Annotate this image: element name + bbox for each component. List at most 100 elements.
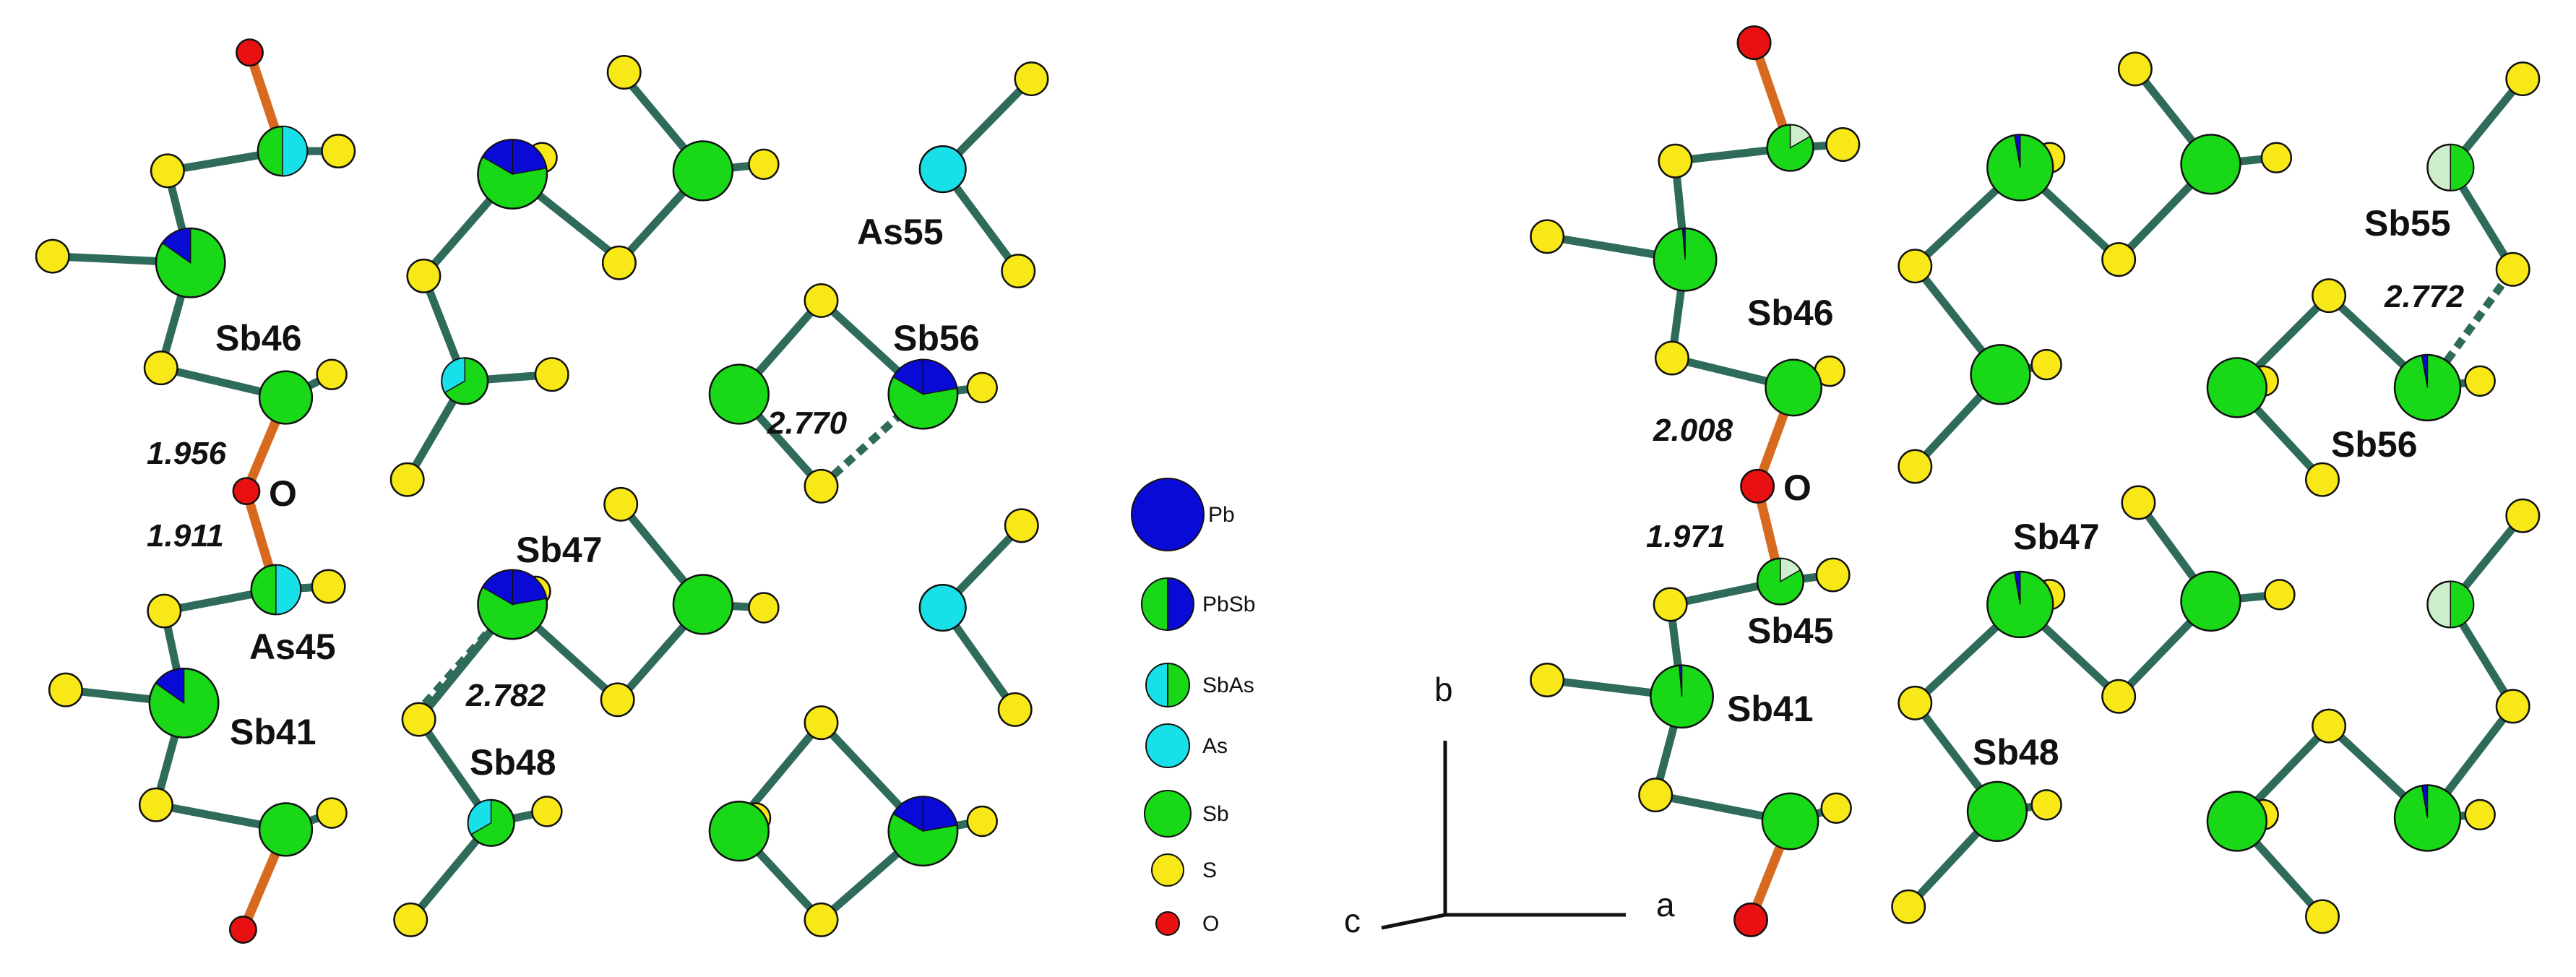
left-label-as55: As55 — [857, 212, 944, 252]
pbsb-atom-share — [2421, 354, 2429, 388]
sulfur-atom — [600, 682, 635, 718]
sulfur-atom — [748, 148, 780, 181]
sulfur-atom — [804, 468, 839, 504]
sulfur-atom — [1653, 587, 1688, 622]
left-distance-sb47: 2.782 — [465, 678, 546, 713]
sulfur-atom — [389, 462, 425, 497]
sulfur-atom — [748, 592, 780, 624]
sulfur-atom — [531, 796, 563, 827]
sulfur-atom — [601, 245, 637, 280]
pbsb-atom-share — [481, 139, 513, 176]
oxygen-atom — [232, 477, 261, 506]
right-label-sb48: Sb48 — [1973, 732, 2059, 772]
pbsb-atom-share — [922, 796, 958, 832]
antimony-atom — [708, 800, 770, 862]
left-label-sb56: Sb56 — [893, 318, 980, 358]
sulfur-atom — [1638, 778, 1673, 813]
axis-c-label: c — [1344, 902, 1361, 939]
pbsb-atom-share — [512, 139, 548, 175]
sulfur-atom — [2101, 679, 2137, 714]
pbsb-icon — [1141, 577, 1194, 632]
sulfur-atom — [150, 153, 185, 189]
sulfur-atom — [2305, 462, 2340, 497]
sulfur-atom — [147, 593, 182, 629]
sb-icon — [1144, 790, 1192, 838]
left-label-sb46: Sb46 — [215, 318, 302, 358]
sbas-atom-share — [468, 799, 492, 835]
sulfur-atom — [1897, 685, 1933, 720]
sbas-atom-share — [441, 357, 466, 394]
pb-icon — [1131, 478, 1205, 551]
pbsb-atom-share — [2421, 784, 2429, 819]
sbas-atom-share — [2450, 144, 2474, 191]
sulfur-atom — [138, 787, 173, 822]
antimony-atom — [672, 140, 734, 202]
right-label-sb55: Sb55 — [2364, 203, 2451, 244]
left-label-sb48: Sb48 — [470, 742, 556, 783]
sulfur-atom — [2312, 278, 2347, 314]
s-icon — [1151, 853, 1184, 887]
antimony-atom — [2206, 357, 2267, 418]
antimony-atom — [258, 370, 314, 425]
sulfur-atom — [997, 692, 1033, 727]
sulfur-atom — [2117, 51, 2153, 87]
pbsb-atom-share — [481, 569, 513, 606]
as-icon — [1145, 723, 1190, 768]
sulfur-atom — [2505, 61, 2541, 97]
antimony-atom — [258, 802, 314, 857]
sulfur-atom — [311, 569, 346, 604]
pbsb-atom-share — [161, 228, 191, 264]
sulfur-atom — [1891, 889, 1926, 924]
antimony-atom — [672, 574, 734, 635]
legend-label-pb: Pb — [1208, 503, 1235, 527]
pbsb-atom-share — [512, 569, 548, 606]
sulfur-atom — [1897, 249, 1933, 284]
sulfur-atom — [316, 358, 348, 390]
left-distance-o-sb46: 1.956 — [147, 436, 227, 471]
sulfur-atom — [1530, 219, 1565, 254]
left-label-as45: As45 — [249, 627, 336, 667]
sulfur-atom — [2495, 251, 2530, 287]
sulfur-atom — [804, 283, 839, 318]
oxygen-atom — [1740, 468, 1775, 504]
pbsb-atom-share — [922, 359, 958, 395]
oxygen-atom — [228, 916, 257, 944]
arsenic-atom — [918, 145, 967, 194]
sulfur-atom — [2260, 142, 2293, 173]
sulfur-atom — [1654, 340, 1689, 376]
sulfur-atom — [606, 55, 642, 90]
antimony-atom — [708, 363, 770, 425]
sulfur-atom — [2464, 365, 2496, 397]
antimony-atom — [1966, 780, 2028, 843]
right-label-sb46: Sb46 — [1747, 293, 1834, 333]
antimony-atom — [2180, 570, 2241, 632]
sulfur-atom — [603, 486, 639, 522]
arsenic-atom — [918, 583, 967, 632]
sulfur-atom — [1004, 508, 1039, 543]
sulfur-atom — [966, 371, 998, 404]
lg-sbas-right — [1167, 662, 1190, 708]
sulfur-atom — [2305, 899, 2340, 934]
sulfur-atom — [143, 350, 178, 386]
right-label-sb45: Sb45 — [1747, 611, 1834, 651]
legend-label-pbsb: PbSb — [1202, 593, 1255, 616]
antimony-atom-share — [1681, 228, 1686, 260]
pbsb-atom-share — [892, 796, 924, 832]
sulfur-atom — [2264, 579, 2296, 611]
sulfur-atom — [804, 902, 839, 937]
antimony-atom — [1970, 344, 2031, 405]
right-label-sb47: Sb47 — [2013, 517, 2100, 557]
sulfur-atom — [1530, 663, 1565, 698]
right-label-sb56: Sb56 — [2331, 424, 2418, 465]
sulfur-atom — [406, 258, 441, 293]
left-panel-labels: Sb46 O As45 Sb41 Sb47 Sb48 As55 Sb56 1.9… — [147, 212, 980, 783]
antimony-atom — [2206, 791, 2267, 852]
right-label-sb41: Sb41 — [1727, 689, 1814, 729]
sulfur-atom — [966, 805, 998, 838]
sulfur-atom — [1658, 143, 1693, 178]
sulfur-atom — [2464, 799, 2496, 831]
axis-b-label: b — [1434, 671, 1453, 708]
atom-layer — [35, 25, 2541, 944]
